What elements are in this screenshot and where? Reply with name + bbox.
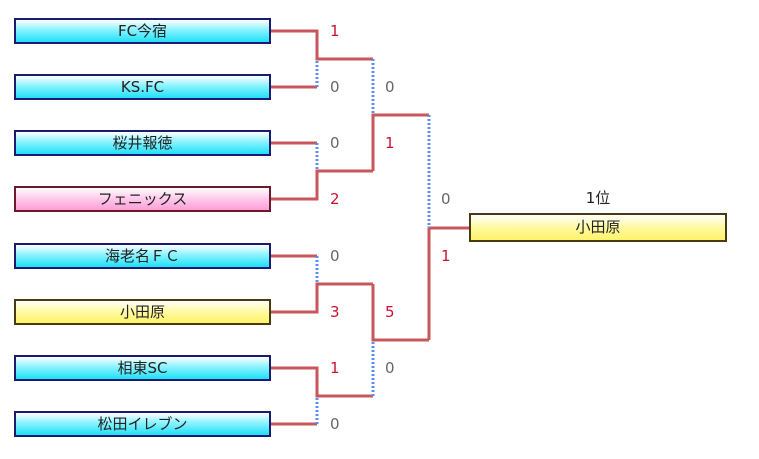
r1-score-3: 0 [330, 134, 340, 152]
r1-score-1: 1 [330, 22, 340, 40]
win-line-phoenix-r2 [371, 113, 429, 171]
r1-score-2: 0 [330, 78, 340, 96]
r1-score-5: 0 [330, 247, 340, 265]
r2-score-4: 0 [385, 359, 395, 377]
team-box-2: KS.FC [14, 74, 271, 100]
r1-score-4: 2 [330, 190, 340, 208]
win-line-fc-imajuku [271, 29, 373, 61]
champion-box: 小田原 [469, 213, 727, 242]
r1-score-8: 0 [330, 415, 340, 433]
win-line-odawara-r2 [371, 284, 429, 342]
win-line-soto [271, 366, 373, 398]
final-score-2: 1 [441, 247, 451, 265]
champion-rank-label: 1位 [585, 189, 611, 207]
team-box-7: 相東SC [14, 355, 271, 381]
team-box-6: 小田原 [14, 299, 271, 325]
team-box-8: 松田イレブン [14, 411, 271, 437]
team-box-4: フェニックス [14, 186, 271, 212]
team-box-1: FC今宿 [14, 18, 271, 44]
team-box-3: 桜井報徳 [14, 130, 271, 156]
loser-path-lines [271, 59, 431, 426]
team-box-5: 海老名ＦＣ [14, 243, 271, 269]
r2-score-1: 0 [385, 78, 395, 96]
win-line-phoenix [271, 169, 373, 201]
final-score-1: 0 [441, 190, 451, 208]
r2-score-2: 1 [385, 134, 395, 152]
win-line-odawara-r1 [271, 282, 373, 314]
r1-score-7: 1 [330, 359, 340, 377]
win-line-odawara-final [427, 226, 469, 340]
r1-score-6: 3 [330, 303, 340, 321]
r2-score-3: 5 [385, 303, 395, 321]
